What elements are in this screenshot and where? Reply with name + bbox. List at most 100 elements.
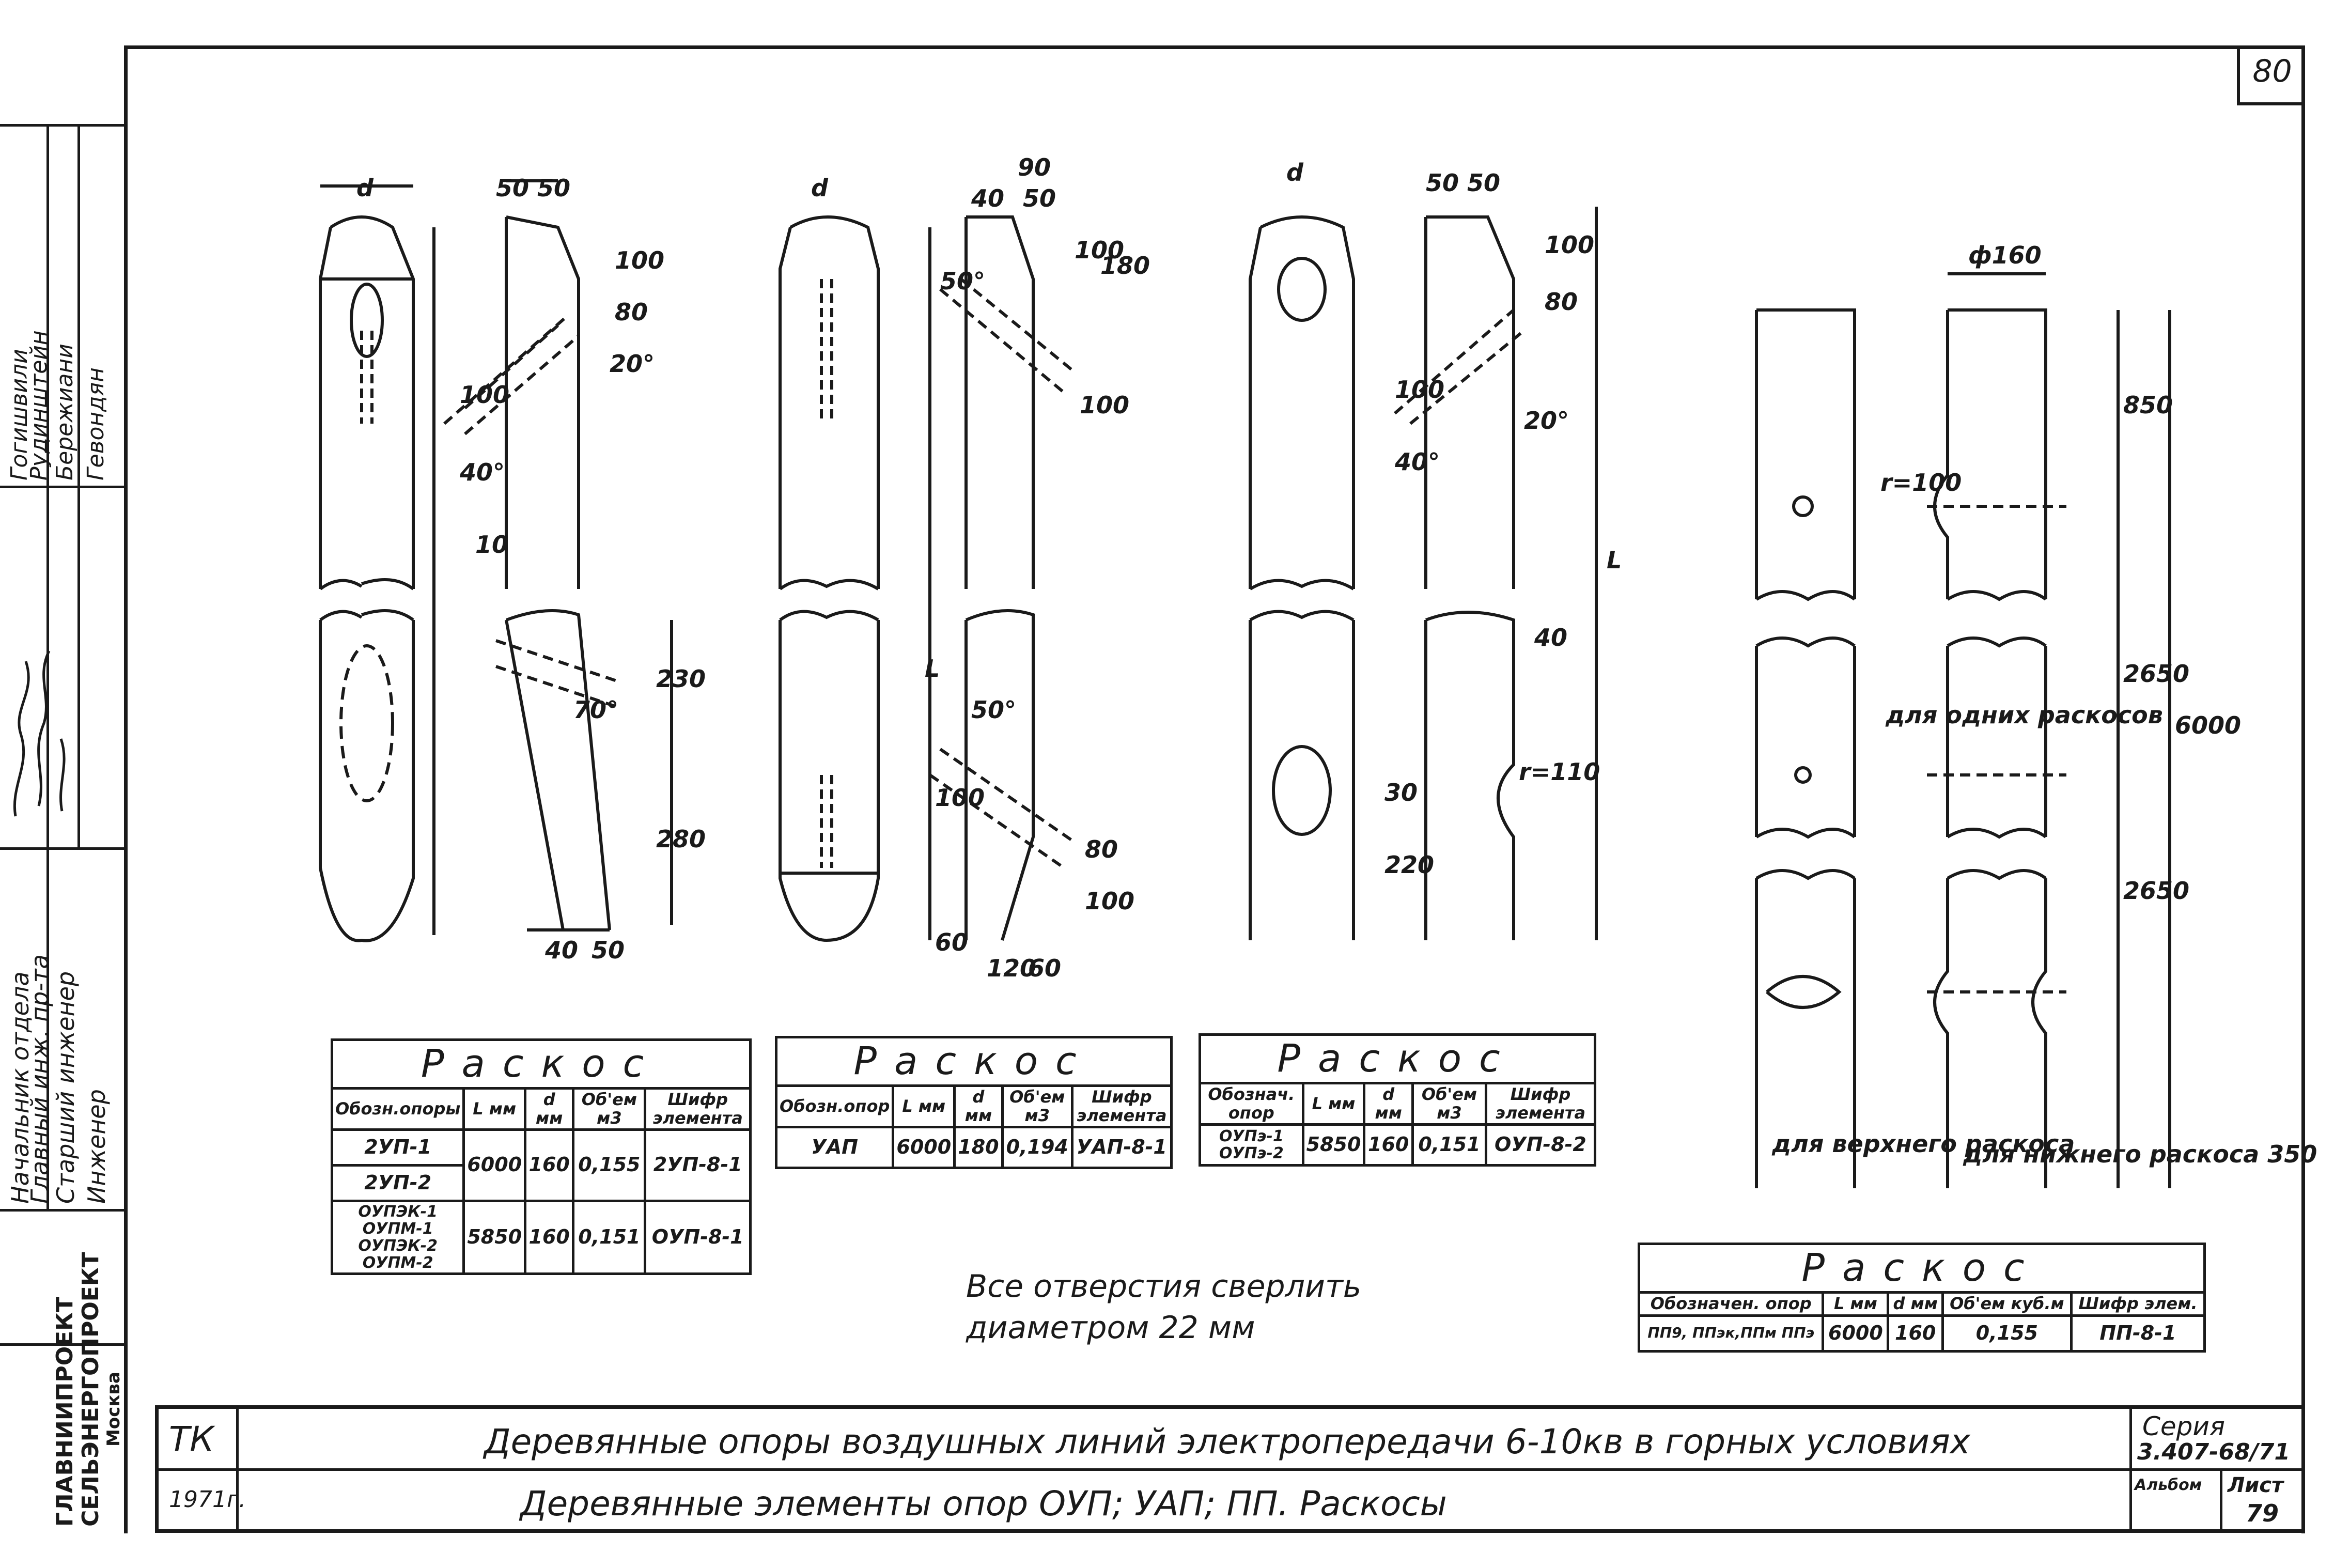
g3-m40: 40: [1534, 624, 1567, 651]
g1-L: L: [925, 655, 940, 682]
drawing-group-1: [319, 179, 673, 942]
g3-h80: 80: [1545, 288, 1578, 316]
g2-w50: 50: [1023, 184, 1056, 212]
g4-l2650b: 2650: [2123, 877, 2189, 905]
g4-lower2: для нижнего раскоса 350: [1963, 1140, 2317, 1168]
g1-a20: 20°: [610, 350, 655, 378]
g2-b60b: 60: [1028, 954, 1061, 982]
frame-bottom-line: [155, 1529, 2305, 1533]
drawing-group-3: [1249, 207, 1598, 940]
g2-b100b: 100: [1085, 887, 1134, 915]
sub-title: Деревянные элементы опор ОУП; УАП; ПП. Р…: [520, 1484, 1447, 1524]
table-header: d мм: [953, 1084, 1004, 1128]
g3-r110: r=110: [1519, 758, 1600, 786]
org-line-3: Москва: [103, 1372, 124, 1447]
table-raskos-2: Раскос Обозн.опор L мм d мм Об'ем м3 Шиф…: [774, 1035, 1173, 1169]
g2-h180: 180: [1100, 252, 1150, 280]
g4-upper: для одних раскосов: [1885, 701, 2163, 729]
g1-a40: 40°: [459, 458, 505, 486]
g2-b100: 100: [935, 784, 985, 812]
table-cell: ОУПэ-1 ОУПэ-2: [1199, 1123, 1304, 1167]
table-cell: 2УП-8-1: [644, 1128, 752, 1202]
drawings-area: d 50 50 100 80 20° 40° 100 10 70° 230 28…: [319, 153, 2317, 1188]
table-cell: 6000: [462, 1128, 527, 1202]
drawing-group-2: [779, 215, 1076, 942]
table-header: Об'ем м3: [1411, 1082, 1487, 1126]
g4-phi: ф160: [1968, 241, 2042, 269]
table-cell: 180: [953, 1125, 1004, 1169]
table-header: Обознач. опор: [1199, 1082, 1304, 1126]
table-caption: Раскос: [1199, 1033, 1596, 1085]
g4-lower1: для верхнего раскоса: [1771, 1130, 2075, 1158]
year-label: 1971г.: [169, 1486, 246, 1513]
table-cell: 6000: [892, 1125, 956, 1169]
note-line-2: диаметром 22 мм: [966, 1310, 1255, 1346]
table-caption: Раскос: [331, 1038, 752, 1090]
g3-L: L: [1607, 546, 1622, 574]
sheet-value: 79: [2246, 1499, 2279, 1527]
g4-l2650a: 2650: [2123, 660, 2189, 688]
table-cell: ОУП-8-2: [1484, 1123, 1597, 1167]
table-cell: 0,194: [1001, 1125, 1073, 1169]
g1-s100: 100: [460, 381, 509, 409]
left-panel: Гогишвили Рудинштейн Бережиани Гевондян …: [0, 124, 124, 1534]
table-cell: 5850: [1301, 1123, 1366, 1167]
table-cell: ОУПЭК-1 ОУПМ-1 ОУПЭК-2 ОУПМ-2: [330, 1199, 465, 1275]
g1-w2: 50: [537, 174, 570, 202]
table-cell: 160: [524, 1128, 575, 1202]
table-cell: 0,151: [1411, 1123, 1487, 1167]
table-raskos-1: Раскос Обозн.опоры L мм d мм Об'ем м3 Ши…: [330, 1038, 752, 1275]
table-cell: 0,155: [1941, 1314, 2073, 1353]
g2-w90: 90: [1018, 153, 1051, 181]
table-cell: 0,155: [572, 1128, 647, 1202]
g2-b80: 80: [1085, 835, 1118, 863]
table-header: L мм: [1822, 1291, 1890, 1317]
table-cell: ПП9, ППэк,ППм ППэ: [1637, 1314, 1825, 1353]
g3-a20: 20°: [1524, 407, 1569, 434]
org-line-2: СЕЛЬЭНЕРГОПРОЕКТ: [77, 1252, 104, 1527]
table-cell: 5850: [462, 1199, 527, 1275]
table-cell: 160: [524, 1199, 575, 1275]
table-header: Об'ем м3: [1001, 1084, 1073, 1128]
table-header: Об'ем м3: [572, 1087, 647, 1131]
table-cell: ОУП-8-1: [644, 1199, 752, 1275]
g3-d: d: [1286, 159, 1304, 187]
g4-l850: 850: [2123, 391, 2173, 419]
g1-a70: 70°: [573, 696, 618, 724]
g2-d: d: [811, 174, 829, 202]
page-number-box: 80: [2237, 45, 2305, 105]
album-label: Альбом: [2135, 1476, 2202, 1494]
note-line-1: Все отверстия сверлить: [966, 1268, 1362, 1305]
table-header: Шифр элемента: [644, 1087, 752, 1131]
g1-h80: 80: [615, 298, 648, 326]
table-cell: 160: [1887, 1314, 1944, 1353]
g1-l280: 280: [656, 825, 706, 853]
g2-a50b: 50°: [971, 696, 1016, 724]
series-label: Серия: [2142, 1411, 2225, 1441]
table-header: L мм: [1301, 1082, 1366, 1126]
g3-w1: 50: [1426, 169, 1459, 197]
g4-r100: r=100: [1880, 469, 1962, 496]
table-cell: ПП-8-1: [2070, 1314, 2206, 1353]
table-raskos-4: Раскос Обозначен. опор L мм d мм Об'ем к…: [1637, 1242, 2206, 1353]
g4-l6000: 6000: [2175, 711, 2241, 739]
table-header: Обозн.опоры: [330, 1087, 465, 1131]
drilling-note: Все отверстия сверлить диаметром 22 мм: [966, 1266, 1361, 1348]
table-header: Об'ем куб.м: [1941, 1291, 2073, 1317]
g3-s100: 100: [1395, 376, 1444, 403]
table-cell: 0,151: [572, 1199, 647, 1275]
g1-b40: 40: [544, 936, 578, 964]
table-cell: 2УП-2: [330, 1163, 465, 1202]
g3-h100: 100: [1545, 231, 1594, 259]
g2-a50: 50°: [940, 267, 985, 295]
title-block: ТК 1971г. Деревянные опоры воздушных лин…: [155, 1405, 2305, 1533]
signatures-scribble: [13, 650, 66, 817]
table-header: Обозначен. опор: [1637, 1291, 1825, 1317]
g1-b50: 50: [592, 936, 625, 964]
table-header: d мм: [1363, 1082, 1414, 1126]
table-cell: УАП-8-1: [1070, 1125, 1173, 1169]
table-header: Шифр элемента: [1070, 1084, 1173, 1128]
table-raskos-3: Раскос Обознач. опор L мм d мм Об'ем м3 …: [1199, 1033, 1597, 1167]
g1-w1: 50: [496, 174, 529, 202]
table-header: L мм: [462, 1087, 527, 1131]
